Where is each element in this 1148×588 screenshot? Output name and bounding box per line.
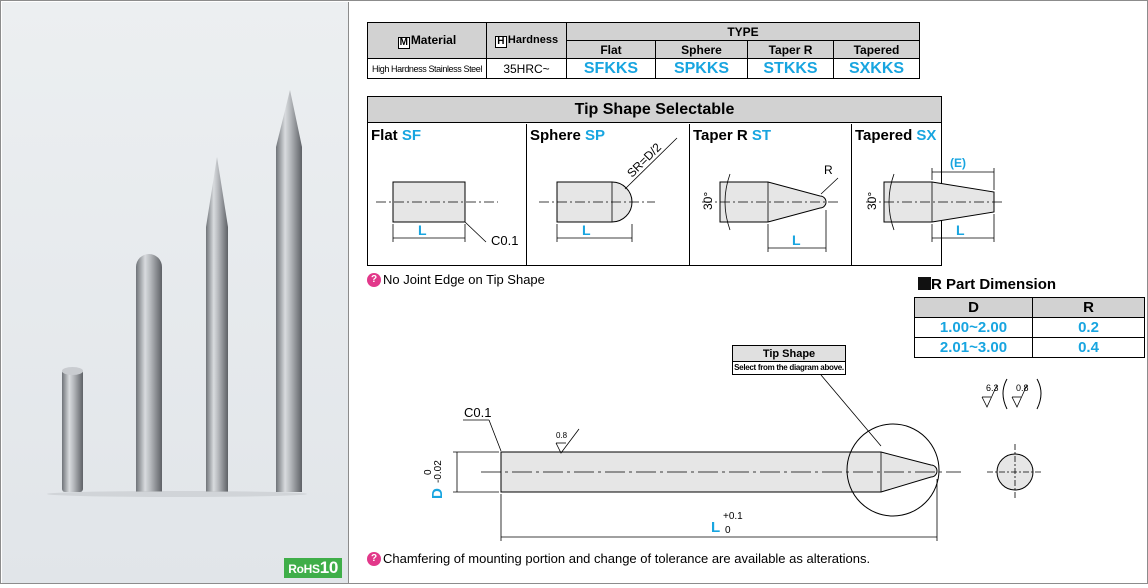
hint-icon: ? bbox=[367, 272, 381, 287]
svg-text:0: 0 bbox=[423, 469, 434, 475]
hint-icon: ? bbox=[367, 551, 381, 566]
svg-text:0: 0 bbox=[725, 525, 731, 536]
r-part-r-2: 0.4 bbox=[1032, 337, 1145, 358]
r-part-r-1: 0.2 bbox=[1032, 317, 1145, 338]
main-pin-drawing: C0.1 0.8 D 0 -0.02 L +0.1 0 6.3 0.8 bbox=[423, 374, 1043, 541]
square-bullet-icon bbox=[918, 277, 931, 290]
svg-text:+0.1: +0.1 bbox=[723, 511, 743, 522]
svg-text:L: L bbox=[418, 222, 427, 238]
svg-text:L: L bbox=[711, 519, 720, 536]
tip-shape-callout: Tip Shape Select from the diagram above. bbox=[732, 345, 846, 375]
col-taper-r: Taper R bbox=[747, 40, 834, 59]
pins-photo bbox=[47, 90, 307, 497]
svg-text:SR=D/2: SR=D/2 bbox=[624, 140, 664, 180]
note-joint-edge: ? No Joint Edge on Tip Shape bbox=[367, 272, 545, 287]
flat-pin bbox=[62, 370, 83, 492]
svg-text:(E): (E) bbox=[950, 156, 966, 170]
svg-text:L: L bbox=[956, 222, 965, 238]
code-stkks: STKKS bbox=[747, 58, 834, 79]
code-sfkks: SFKKS bbox=[566, 58, 656, 79]
svg-text:L: L bbox=[582, 222, 591, 238]
taper-r-tip-drawing: 30° L R bbox=[701, 163, 840, 252]
hardness-value: 35HRC~ bbox=[486, 58, 567, 79]
code-sxkks: SXKKS bbox=[833, 58, 920, 79]
r-part-table: D R 1.00~2.00 0.2 2.01~3.00 0.4 bbox=[914, 297, 1145, 358]
tip-cell-sphere: Sphere SP L SR=D/2 bbox=[527, 124, 690, 265]
col-tapered: Tapered bbox=[833, 40, 920, 59]
tip-cell-tapered: Tapered SX 30° (E) L bbox=[852, 124, 1002, 265]
svg-text:R: R bbox=[824, 163, 833, 177]
r-part-d-2: 2.01~3.00 bbox=[914, 337, 1033, 358]
r-part-header-d: D bbox=[914, 297, 1033, 318]
r-part-title: R Part Dimension bbox=[918, 276, 1056, 293]
tip-cell-taper-r: Taper R ST 30° L R bbox=[690, 124, 852, 265]
svg-text:C0.1: C0.1 bbox=[464, 405, 491, 420]
svg-text:L: L bbox=[792, 232, 801, 248]
svg-text:-0.02: -0.02 bbox=[433, 460, 444, 483]
tip-cell-flat: Flat SF L C0.1 bbox=[368, 124, 527, 265]
svg-text:30°: 30° bbox=[865, 192, 879, 210]
r-part-header-r: R bbox=[1032, 297, 1145, 318]
col-flat: Flat bbox=[566, 40, 656, 59]
col-sphere: Sphere bbox=[655, 40, 748, 59]
tip-shape-table: Tip Shape Selectable Flat SF L C0.1 Sphe… bbox=[367, 96, 1002, 266]
taper-pin bbox=[206, 157, 228, 492]
svg-text:D: D bbox=[429, 488, 446, 499]
rohs-badge: RoHS10 bbox=[284, 558, 342, 578]
product-photo-panel: RoHS10 bbox=[2, 2, 349, 583]
flat-tip-drawing: L C0.1 bbox=[376, 181, 518, 248]
svg-text:0.8: 0.8 bbox=[1016, 383, 1029, 393]
sphere-tip-drawing: L SR=D/2 bbox=[539, 137, 678, 242]
svg-text:30°: 30° bbox=[701, 192, 715, 210]
sphere-pin bbox=[136, 254, 162, 492]
note-chamfering: ? Chamfering of mounting portion and cha… bbox=[367, 551, 870, 566]
svg-text:0.8: 0.8 bbox=[556, 431, 568, 440]
type-header: TYPE bbox=[566, 22, 920, 41]
tapered-tip-drawing: 30° (E) L bbox=[865, 156, 1002, 242]
svg-text:6.3: 6.3 bbox=[986, 383, 999, 393]
code-spkks: SPKKS bbox=[655, 58, 748, 79]
r-part-d-1: 1.00~2.00 bbox=[914, 317, 1033, 338]
tapered-pin bbox=[276, 90, 302, 492]
tip-shape-title: Tip Shape Selectable bbox=[368, 97, 941, 123]
svg-text:C0.1: C0.1 bbox=[491, 233, 518, 248]
material-value: High Hardness Stainless Steel bbox=[367, 58, 487, 79]
